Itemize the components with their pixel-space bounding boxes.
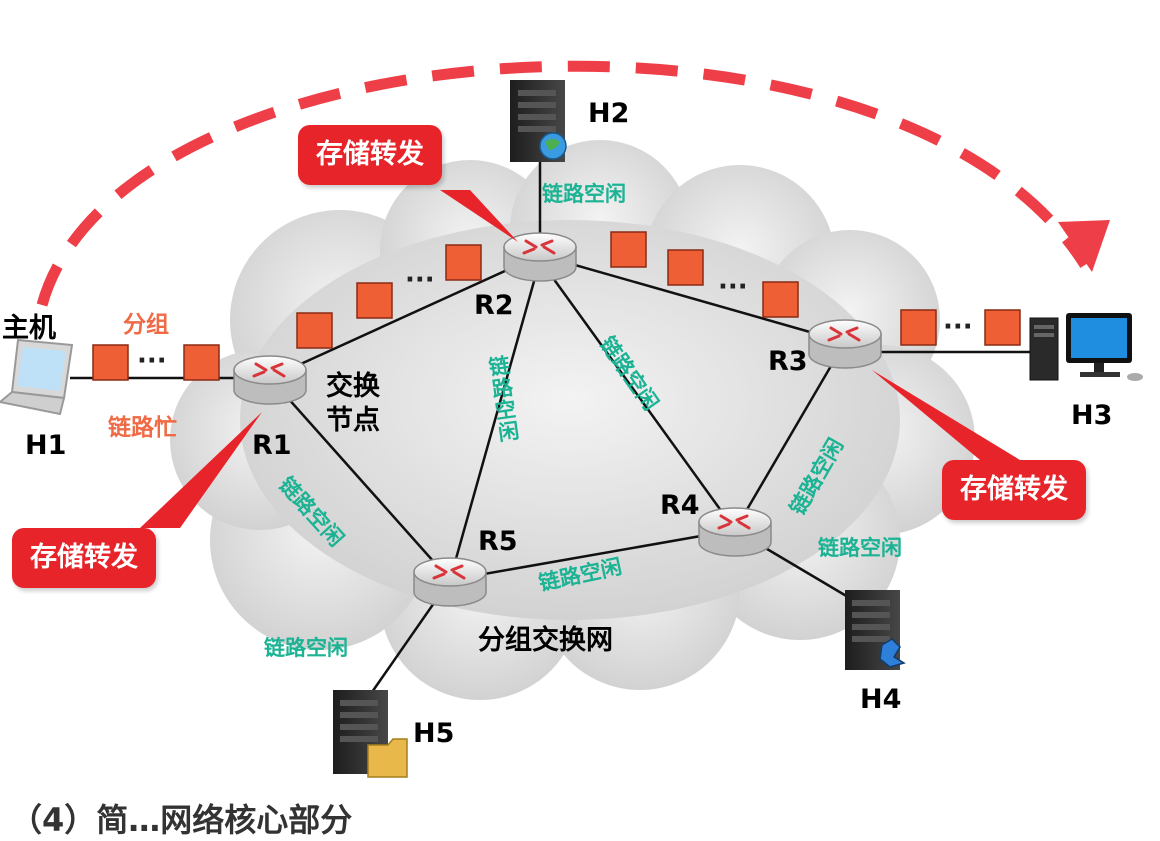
network-title: 分组交换网 (478, 625, 613, 656)
packet (610, 231, 647, 268)
packet (296, 312, 333, 349)
node-label-r5: R5 (478, 526, 518, 557)
diagram-canvas (0, 60, 1143, 778)
packet (92, 344, 129, 381)
ellipsis: ··· (405, 265, 435, 295)
packet (183, 344, 220, 381)
store-forward-callout: 存储转发 (12, 528, 156, 588)
node-label-r1: R1 (252, 430, 292, 461)
node-label-h3: H3 (1071, 400, 1113, 431)
store-forward-callout: 存储转发 (942, 460, 1086, 520)
packet (445, 244, 482, 281)
forwarding-arc (36, 60, 1090, 307)
node-label-r2: R2 (474, 290, 514, 321)
node-label-h4: H4 (860, 684, 902, 715)
router-icon-r2 (503, 232, 577, 282)
link-idle-label: 链路空闲 (818, 536, 902, 560)
router-icon-r1 (233, 355, 307, 405)
bottom-partial-text: （4）简…网络核心部分 (10, 801, 353, 839)
server-icon-h4 (845, 590, 906, 670)
ellipsis: ··· (137, 346, 167, 376)
callout-pointer-r1 (140, 412, 262, 528)
desktop-computer-icon (1029, 313, 1143, 381)
callout-pointer-r3 (872, 370, 1020, 460)
ellipsis: ··· (718, 272, 748, 302)
arc-arrowhead (1058, 220, 1110, 272)
store-forward-callout: 存储转发 (298, 125, 442, 185)
node-label-h1: H1 (25, 430, 67, 461)
switch-node-label-1: 交换 (326, 371, 380, 402)
node-label-r4: R4 (660, 490, 700, 521)
routers (233, 232, 882, 607)
packet (762, 281, 799, 318)
packet (667, 249, 704, 286)
server-icon-h2 (510, 80, 567, 162)
host-label: 主机 (2, 313, 56, 344)
node-label-h5: H5 (413, 718, 455, 749)
packet-switching-diagram: 主机 H1 H2 H3 H4 H5 R1 R2 R3 R4 R5 分组 链路忙 … (0, 60, 1143, 839)
router-icon-r5 (413, 557, 487, 607)
packet (356, 282, 393, 319)
laptop-icon (0, 338, 74, 416)
router-icon-r4 (698, 507, 772, 557)
node-label-r3: R3 (768, 346, 808, 377)
switch-node-label-2: 节点 (326, 405, 380, 436)
packets (92, 231, 1021, 381)
ellipsis: ··· (943, 312, 973, 342)
link-idle-label: 链路空闲 (264, 636, 348, 660)
packet (984, 309, 1021, 346)
server-icon-h5 (333, 690, 408, 778)
packet-label: 分组 (123, 312, 169, 338)
router-icon-r3 (808, 319, 882, 369)
node-label-h2: H2 (588, 98, 630, 129)
packet (900, 309, 937, 346)
callout-pointer-r2 (440, 190, 518, 242)
network-links (70, 150, 1040, 696)
link-idle-label: 链路空闲 (542, 182, 626, 206)
link-busy-label: 链路忙 (108, 415, 177, 441)
